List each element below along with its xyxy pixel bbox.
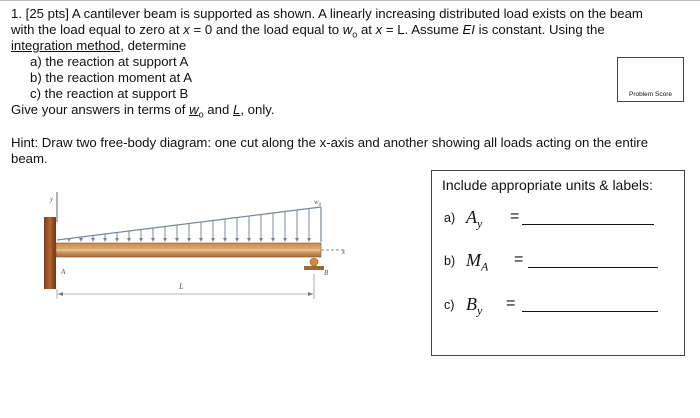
- answer-blank-c[interactable]: [522, 311, 658, 312]
- give-text-b: and: [203, 102, 233, 117]
- answer-box: Include appropriate units & labels: a) A…: [431, 170, 685, 356]
- load-arrow-head: [175, 238, 179, 242]
- load-arrow-head: [223, 238, 227, 242]
- beam-figure: y w0 x B A L: [44, 192, 346, 299]
- problem-score-label: Problem Score: [629, 91, 672, 98]
- answer-letter-a: a): [444, 211, 456, 225]
- give-w-sub: o: [198, 109, 204, 120]
- integration-method-text: integration method: [11, 38, 121, 53]
- var-x: x: [183, 22, 190, 37]
- load-label: w0: [314, 198, 322, 208]
- fixed-wall: [44, 217, 56, 289]
- answer-blank-a[interactable]: [522, 224, 654, 225]
- distributed-load: [56, 206, 322, 242]
- dim-arrow-left: [58, 292, 63, 296]
- load-arrow-head: [127, 238, 131, 242]
- answer-letter-b: b): [444, 254, 456, 268]
- problem-line-2-text-e: is constant. Using the: [474, 22, 605, 37]
- load-arrow-head: [271, 238, 275, 242]
- load-arrow-head: [199, 238, 203, 242]
- x-axis-label: x: [341, 248, 346, 256]
- load-arrow-head: [247, 238, 251, 242]
- var-w: w: [342, 22, 353, 37]
- part-b: b) the reaction moment at A: [30, 70, 192, 85]
- load-arrow-head: [259, 238, 263, 242]
- top-divider: [0, 0, 700, 1]
- answer-box-title: Include appropriate units & labels:: [442, 177, 653, 193]
- load-arrow-head: [295, 238, 299, 242]
- load-arrow-head: [79, 238, 83, 242]
- problem-line-2-text-b: = 0 and the load equal to: [189, 22, 343, 37]
- give-w: w: [189, 102, 199, 117]
- roller-support-b: [304, 257, 324, 270]
- part-a: a) the reaction at support A: [30, 54, 189, 69]
- load-arrow-head: [139, 238, 143, 242]
- problem-line-2: with the load equal to zero at x = 0 and…: [11, 22, 605, 43]
- var-x-2: x: [375, 22, 383, 37]
- problem-line-2-text-a: with the load equal to zero at: [11, 22, 184, 37]
- support-b-label: B: [324, 269, 329, 277]
- determine-text: , determine: [120, 38, 187, 53]
- problem-line-1: 1. [25 pts] A cantilever beam is support…: [11, 6, 643, 21]
- y-axis-label: y: [49, 195, 54, 203]
- load-arrow-head: [115, 238, 119, 242]
- problem-line-2-text-c: at: [357, 22, 376, 37]
- load-arrow-head: [211, 238, 215, 242]
- hint-line-2: beam.: [11, 151, 48, 166]
- answer-eq-a: =: [510, 208, 520, 225]
- give-text-c: , only.: [240, 102, 275, 117]
- answer-eq-b: =: [514, 251, 524, 268]
- roller-wheel: [309, 257, 319, 267]
- answer-eq-c: =: [506, 295, 516, 312]
- answer-symbol-by: By: [466, 294, 483, 318]
- answer-blank-b[interactable]: [528, 267, 658, 268]
- load-arrow-head: [235, 238, 239, 242]
- support-a-label: A: [60, 268, 66, 276]
- answer-row-b: b) MA =: [444, 250, 674, 274]
- answer-row-c: c) By =: [444, 294, 674, 318]
- problem-line-3: integration method, determine: [11, 38, 186, 54]
- answer-letter-c: c): [444, 298, 455, 312]
- load-arrow-head: [163, 238, 167, 242]
- load-arrow-head: [307, 238, 311, 242]
- give-L: L: [232, 102, 241, 117]
- answer-symbol-ay: Ay: [466, 207, 483, 231]
- load-arrow-head: [283, 238, 287, 242]
- part-c: c) the reaction at support B: [30, 86, 189, 101]
- load-arrow-head: [91, 238, 95, 242]
- roller-base: [304, 266, 324, 270]
- problem-score-box: Problem Score: [617, 57, 684, 102]
- span-label: L: [178, 282, 184, 291]
- load-arrows: [67, 208, 311, 242]
- answer-row-a: a) Ay =: [444, 207, 674, 231]
- load-arrow-head: [151, 238, 155, 242]
- var-w-sub: o: [352, 29, 358, 40]
- answer-symbol-ma: MA: [466, 250, 489, 274]
- problem-line-2-text-d: = L. Assume: [382, 22, 463, 37]
- give-answers-line: Give your answers in terms of wo and L, …: [11, 102, 275, 123]
- load-arrow-head: [103, 238, 107, 242]
- var-EI: EI: [462, 22, 475, 37]
- load-arrow-head: [187, 238, 191, 242]
- dim-arrow-right: [308, 292, 313, 296]
- load-arrow-head: [67, 238, 71, 242]
- give-text-a: Give your answers in terms of: [11, 102, 190, 117]
- hint-line-1: Hint: Draw two free-body diagram: one cu…: [11, 135, 649, 150]
